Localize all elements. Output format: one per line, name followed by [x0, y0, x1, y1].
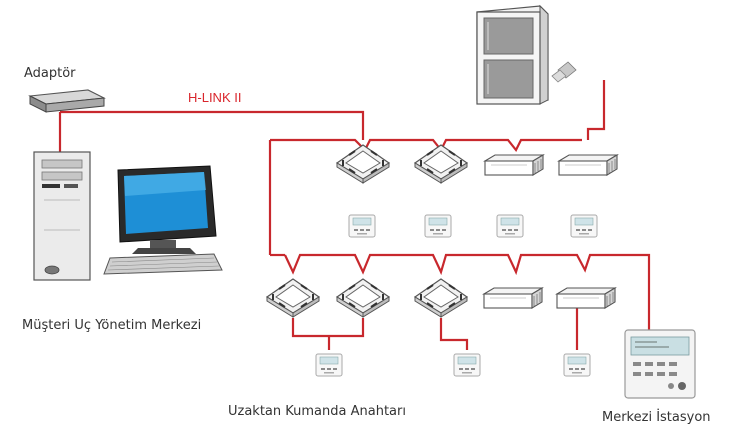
remote-control-icon	[424, 214, 452, 238]
adapter-label: Adaptör	[24, 66, 76, 81]
remote-control-icon	[496, 214, 524, 238]
ducted-indoor-unit-icon	[484, 154, 544, 176]
ducted-indoor-unit-icon	[558, 154, 618, 176]
central-station-icon	[624, 329, 696, 399]
remote-control-icon	[563, 353, 591, 377]
remote-control-icon	[453, 353, 481, 377]
ducted-indoor-unit-icon	[483, 287, 543, 309]
cassette-indoor-unit-icon	[414, 278, 468, 318]
computer-workstation-icon	[33, 151, 223, 281]
remote-switch-label: Uzaktan Kumanda Anahtarı	[228, 404, 406, 419]
remote-control-icon	[570, 214, 598, 238]
remote-control-icon	[315, 353, 343, 377]
adapter-icon	[28, 89, 106, 113]
cassette-indoor-unit-icon	[414, 144, 468, 184]
cassette-indoor-unit-icon	[336, 144, 390, 184]
cassette-indoor-unit-icon	[266, 278, 320, 318]
central-station-label: Merkezi İstasyon	[602, 410, 711, 425]
remote-control-icon	[348, 214, 376, 238]
cassette-indoor-unit-icon	[336, 278, 390, 318]
ducted-indoor-unit-icon	[556, 287, 616, 309]
hlink-label: H-LINK II	[188, 90, 242, 105]
outdoor-unit-icon	[476, 4, 577, 105]
customer-center-label: Müşteri Uç Yönetim Merkezi	[22, 318, 202, 333]
